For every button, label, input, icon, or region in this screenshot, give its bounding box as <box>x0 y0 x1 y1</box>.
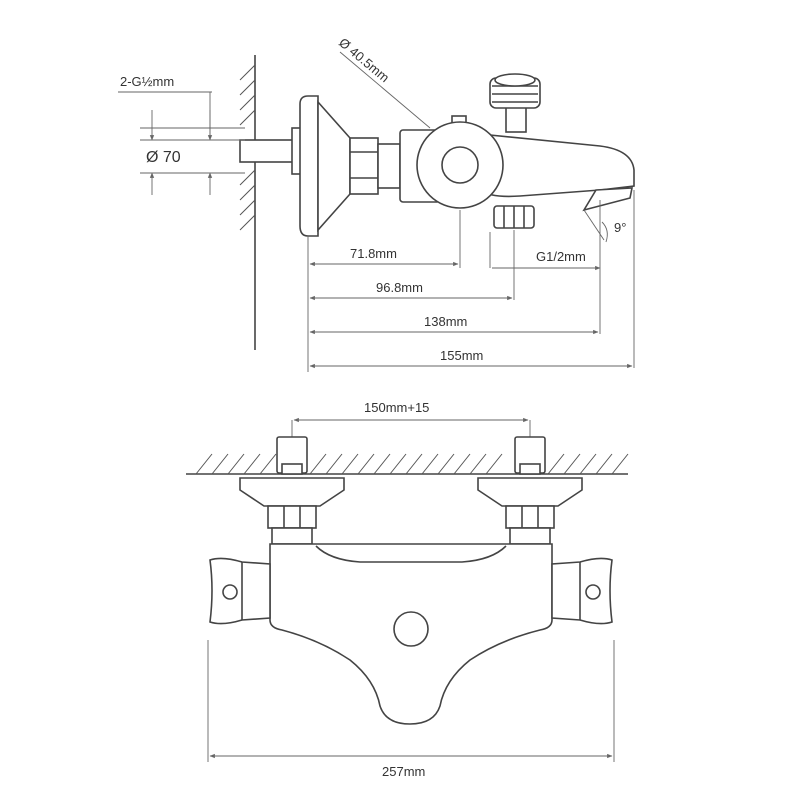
wall-front <box>186 453 629 475</box>
inlet-pipe <box>239 127 309 175</box>
wall-side <box>239 55 256 350</box>
hex-nut-side <box>349 137 379 195</box>
center-outlet <box>393 611 429 647</box>
connector-side <box>377 143 401 189</box>
side-view: Ø 40.5mm 2-G½mm Ø 70 71.8mm <box>118 35 635 372</box>
label-diameter-405: Ø 40.5mm <box>336 35 392 85</box>
right-inlet-front <box>477 436 583 545</box>
dim-diameter-70: Ø 70 <box>140 110 245 195</box>
left-inlet-front <box>239 436 345 545</box>
front-view: 150mm+15 <box>186 400 629 779</box>
flange-side <box>299 95 351 237</box>
label-d-155: 155mm <box>440 348 483 363</box>
label-center-dist: 150mm+15 <box>364 400 429 415</box>
thermostat-handle-side <box>416 115 504 209</box>
label-d-138: 138mm <box>424 314 467 329</box>
left-handle-front <box>209 557 271 625</box>
dim-thread-in: 2-G½mm <box>118 74 245 136</box>
label-width: 257mm <box>382 764 425 779</box>
label-d-968: 96.8mm <box>376 280 423 295</box>
shower-outlet <box>493 205 535 229</box>
right-handle-front <box>551 557 613 625</box>
label-thread-out: G1/2mm <box>536 249 586 264</box>
label-diameter-70: Ø 70 <box>146 149 181 166</box>
label-thread-in: 2-G½mm <box>120 74 174 89</box>
label-angle: 9° <box>614 220 626 235</box>
label-d-718: 71.8mm <box>350 246 397 261</box>
diverter-knob <box>489 73 541 133</box>
